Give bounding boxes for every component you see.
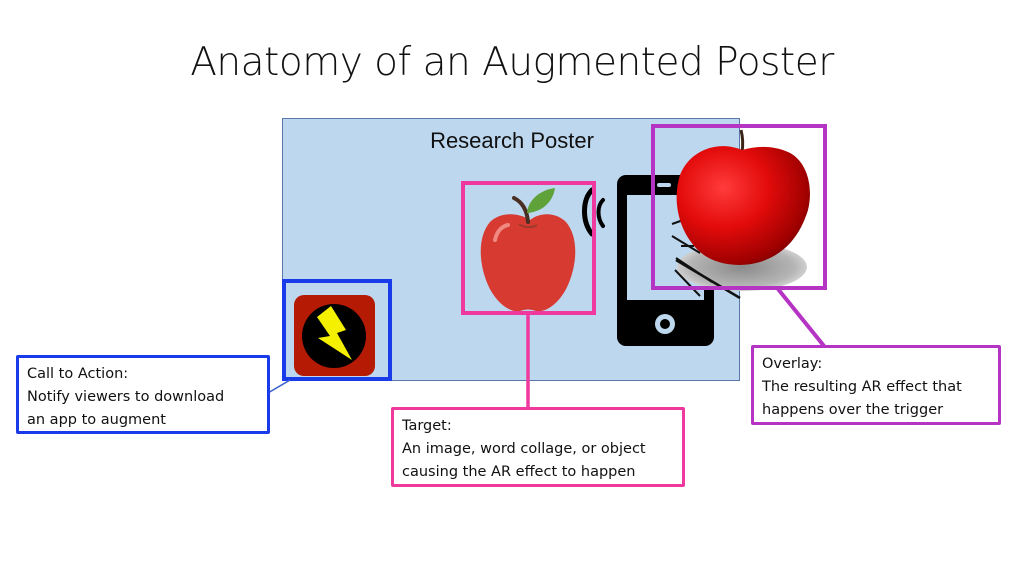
call-to-action-connector — [267, 379, 291, 394]
signal-waves-icon — [582, 187, 605, 237]
overlay-heading: Overlay: — [762, 356, 823, 372]
call-to-action-line: an app to augment — [27, 412, 166, 428]
target-callout: Target: An image, word collage, or objec… — [391, 407, 685, 487]
target-line: causing the AR effect to happen — [402, 464, 636, 480]
apple-icon — [480, 188, 576, 312]
overlay-line: happens over the trigger — [762, 402, 944, 418]
call-to-action-callout: Call to Action: Notify viewers to downlo… — [16, 355, 270, 434]
call-to-action-line: Notify viewers to download — [27, 389, 225, 405]
call-to-action-heading: Call to Action: — [27, 366, 129, 382]
slide-title: Anatomy of an Augmented Poster — [190, 40, 834, 85]
3d-apple-overlay — [671, 129, 810, 300]
target-heading: Target: — [402, 418, 452, 434]
overlay-line: The resulting AR effect that — [762, 379, 962, 395]
call-to-action-frame — [282, 279, 392, 381]
poster-title: Research Poster — [430, 128, 594, 153]
lightning-app-icon — [294, 295, 375, 376]
overlay-connector — [776, 287, 826, 348]
overlay-callout: Overlay: The resulting AR effect that ha… — [751, 345, 1001, 425]
overlay-frame — [651, 124, 827, 290]
target-line: An image, word collage, or object — [402, 441, 646, 457]
